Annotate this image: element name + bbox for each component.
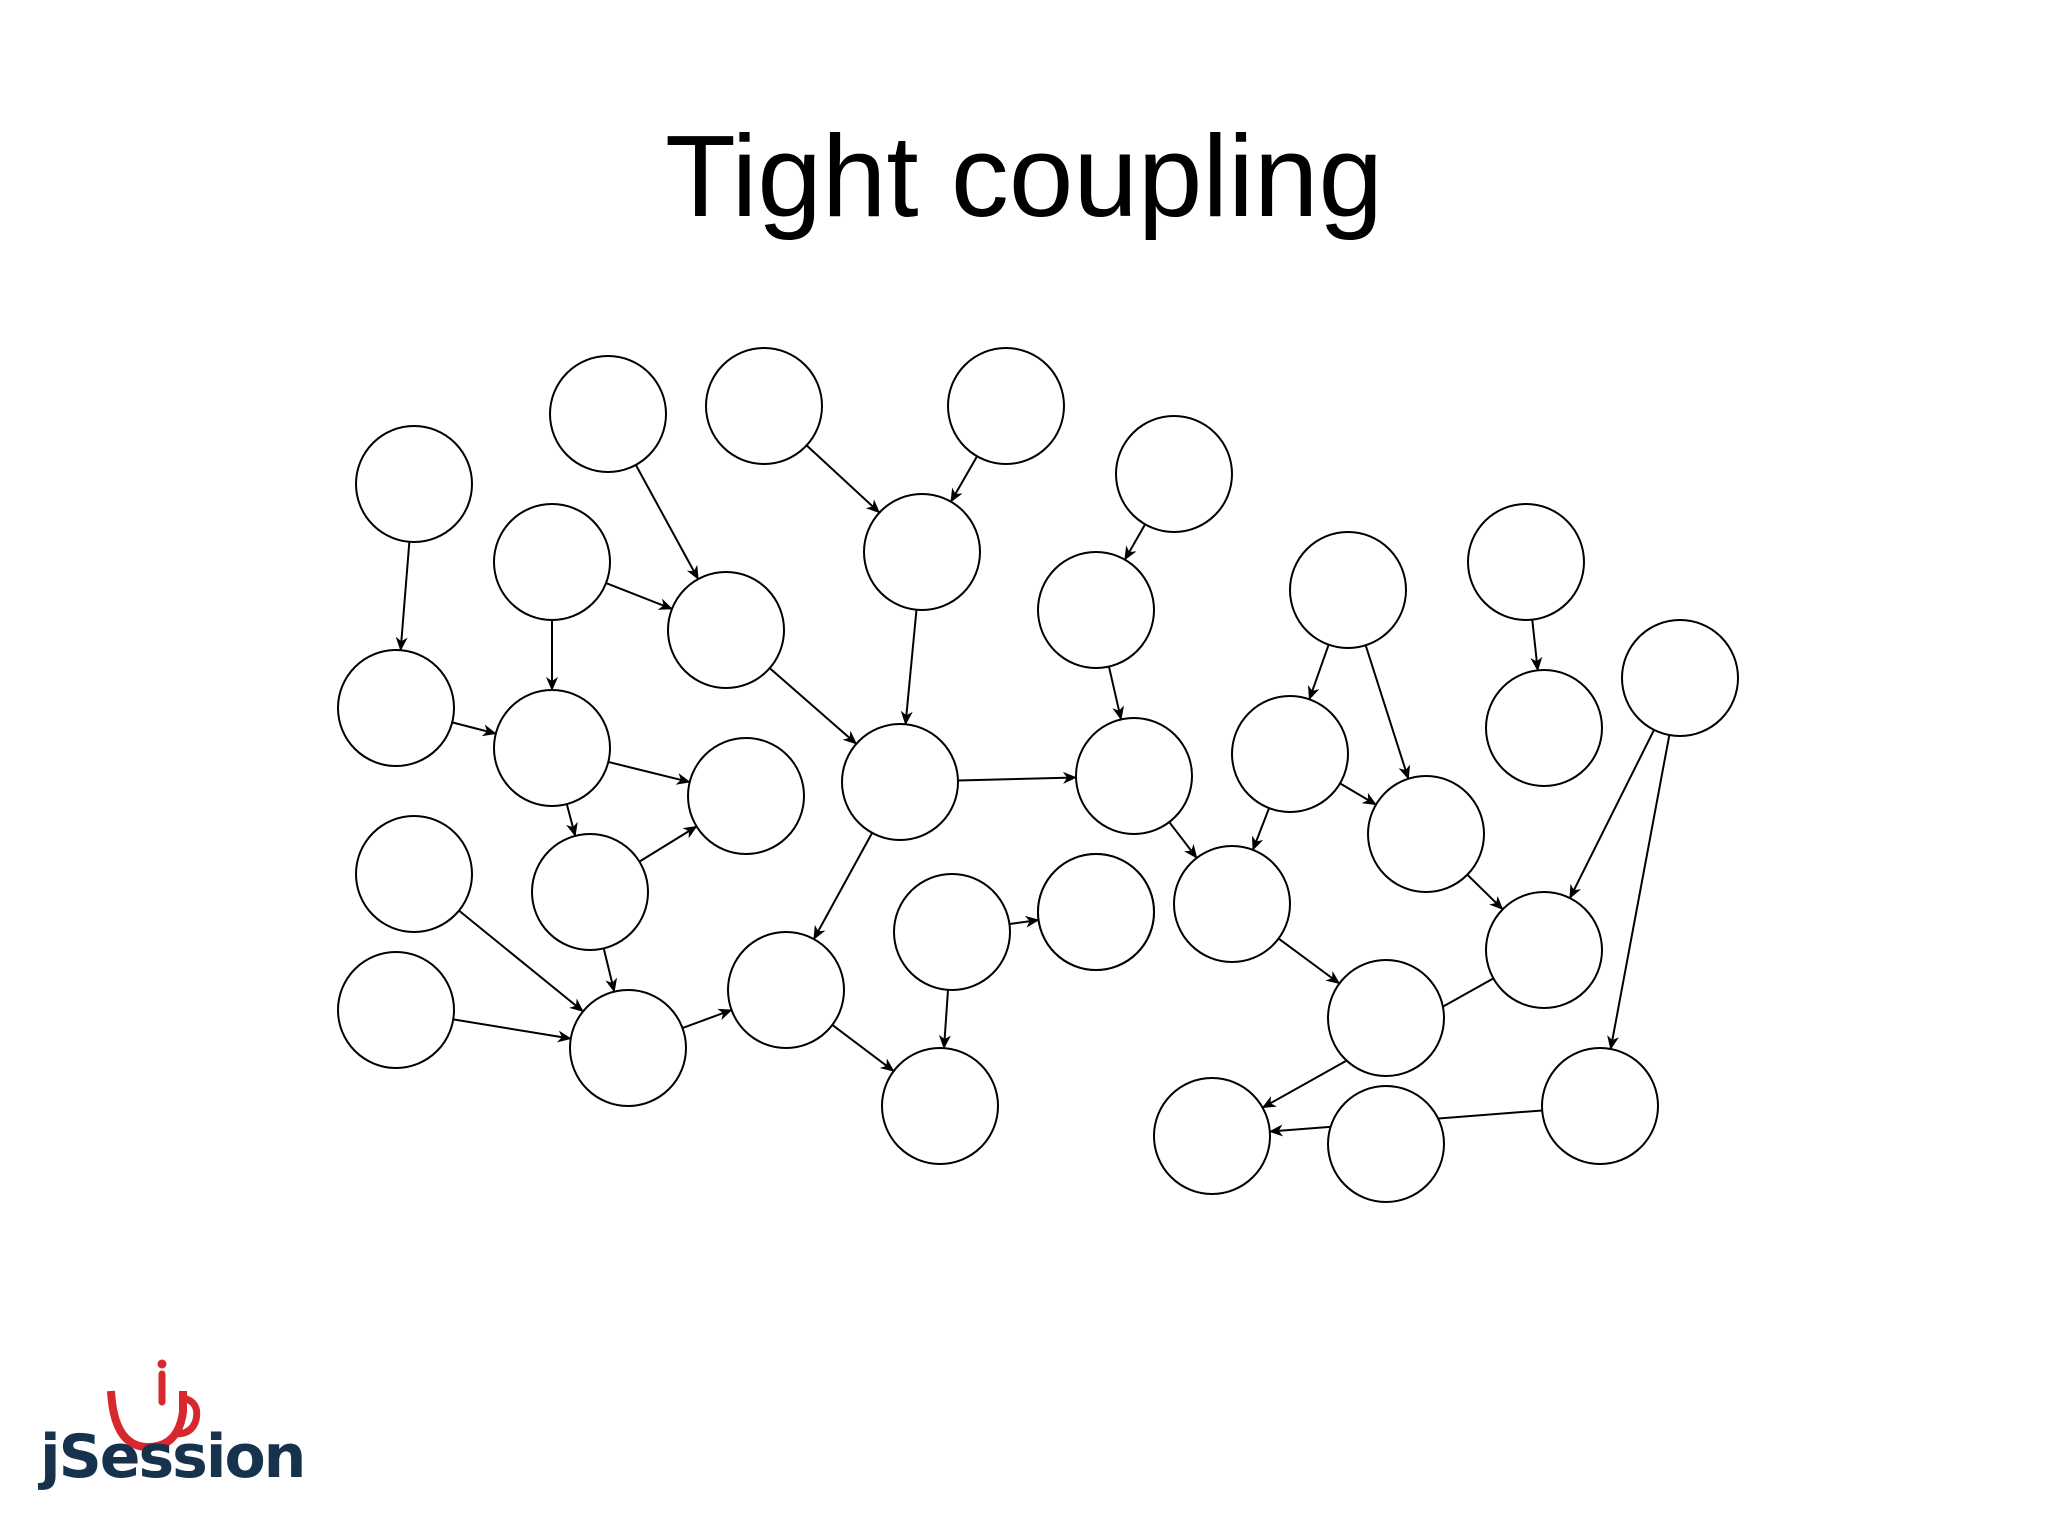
graph-node — [727, 931, 845, 1049]
dependency-edge — [1569, 729, 1655, 900]
dependency-edge — [1107, 666, 1125, 721]
graph-node — [493, 689, 611, 807]
dependency-edge — [1123, 523, 1147, 561]
dependency-edge — [605, 582, 673, 610]
cup-body — [107, 1390, 187, 1451]
graph-node — [1541, 1047, 1659, 1165]
graph-node — [531, 833, 649, 951]
dependency-edge — [602, 948, 618, 993]
graph-node — [863, 493, 981, 611]
dependency-edge — [900, 609, 918, 726]
cup-icon — [107, 1359, 201, 1451]
graph-node — [355, 815, 473, 933]
dependency-edge — [682, 1008, 733, 1029]
edge-layer — [395, 444, 1671, 1137]
logo-text: jSession — [40, 1422, 306, 1492]
graph-node — [1621, 619, 1739, 737]
dependency-edge — [1466, 873, 1504, 911]
dependency-edge — [938, 989, 951, 1050]
slide-title: Tight coupling — [665, 111, 1383, 241]
dependency-edge — [565, 803, 578, 837]
dependency-edge — [1009, 915, 1040, 928]
dependency-edge — [1168, 821, 1198, 859]
graph-node — [1327, 959, 1445, 1077]
graph-node — [493, 503, 611, 621]
graph-node — [1485, 891, 1603, 1009]
graph-node — [355, 425, 473, 543]
graph-node — [1467, 503, 1585, 621]
graph-node — [881, 1047, 999, 1165]
dependency-edge — [812, 832, 874, 941]
dependency-edge — [608, 760, 691, 785]
dependency-edge — [458, 909, 584, 1013]
dependency-edge — [395, 541, 411, 652]
graph-node — [893, 873, 1011, 991]
dependency-edge — [453, 1018, 572, 1043]
dependency-edge — [1364, 644, 1411, 780]
jsession-logo — [107, 1359, 201, 1451]
graph-node — [1075, 717, 1193, 835]
dependency-edge — [769, 667, 858, 745]
graph-node — [1231, 695, 1349, 813]
graph-node — [549, 355, 667, 473]
dependency-edge — [805, 444, 881, 514]
graph-node — [1037, 853, 1155, 971]
dependency-edge — [1339, 782, 1377, 806]
graph-node — [1289, 531, 1407, 649]
graph-node — [337, 649, 455, 767]
dependency-edge — [831, 1024, 895, 1072]
graph-node — [687, 737, 805, 855]
node-layer — [337, 347, 1739, 1203]
dependency-edge — [1278, 937, 1341, 985]
cup-handle — [175, 1394, 201, 1438]
dependency-edge — [451, 721, 497, 737]
graph-node — [667, 571, 785, 689]
dependency-edge — [638, 825, 698, 863]
dependency-edge — [1251, 807, 1271, 851]
graph-node — [947, 347, 1065, 465]
dependency-edge — [950, 455, 978, 503]
graph-node — [1115, 415, 1233, 533]
graph-node — [1153, 1077, 1271, 1195]
graph-node — [569, 989, 687, 1107]
dependency-edge — [957, 771, 1078, 784]
dependency-edge — [1530, 619, 1543, 672]
dependency-edge — [1607, 734, 1671, 1050]
cup-steam-dot — [157, 1359, 167, 1369]
graph-node — [337, 951, 455, 1069]
graph-node — [1173, 845, 1291, 963]
graph-node — [1485, 669, 1603, 787]
dependency-edge — [634, 464, 700, 580]
graph-node — [705, 347, 823, 465]
graph-node — [1327, 1085, 1445, 1203]
dependency-edge — [1308, 644, 1330, 701]
graph-node — [841, 723, 959, 841]
graph-node — [1367, 775, 1485, 893]
graph-node — [1037, 551, 1155, 669]
